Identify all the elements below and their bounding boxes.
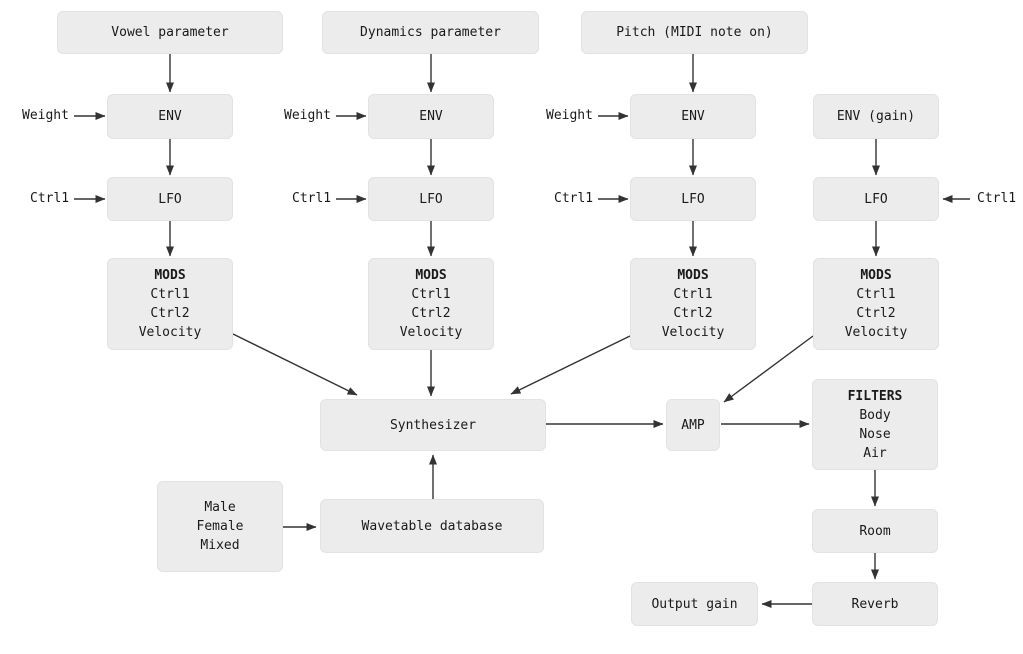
node-label: Pitch (MIDI note on) [616,25,773,40]
node-label: ENV [419,109,443,124]
node-line: Velocity [399,325,463,340]
node-line: Velocity [844,325,908,340]
node-label: Output gain [651,596,738,612]
weight-label-2: Weight [284,108,331,123]
node-label: Dynamics parameter [360,25,501,40]
node-title: MODS [415,268,447,283]
ctrl1-label-3: Ctrl1 [554,191,594,206]
node-pitch-midi-note-on: Pitch (MIDI note on) [581,11,808,54]
node-line: Ctrl2 [673,306,713,321]
weight-label-1: Weight [22,108,69,123]
node-voices: Male Female Mixed [157,481,283,572]
node-lfo-1: LFO [107,177,233,221]
ctrl1-label-2: Ctrl1 [292,191,332,206]
node-line: Ctrl1 [673,287,713,302]
node-label: LFO [158,191,182,207]
node-label: LFO [681,191,705,207]
node-lfo-2: LFO [368,177,494,221]
node-mods-2: MODS Ctrl1 Ctrl2 Velocity [368,258,494,350]
node-line: Female [196,519,244,534]
node-line: Body [859,407,891,423]
node-mods-1: MODS Ctrl1 Ctrl2 Velocity [107,258,233,350]
node-synthesizer: Synthesizer [320,399,546,451]
arrow-mods1-to-synthesizer [232,333,358,396]
node-room: Room [812,509,938,553]
node-env-2: ENV [368,94,494,139]
node-line: Air [863,445,887,461]
arrow-mods3-to-synthesizer [510,335,631,395]
node-label: ENV (gain) [836,109,916,124]
node-label: AMP [681,417,705,433]
node-title: MODS [677,268,709,283]
node-label: Synthesizer [389,417,477,433]
node-label: Reverb [851,596,899,612]
node-env-1: ENV [107,94,233,139]
node-line: Ctrl2 [150,306,190,321]
node-line: Ctrl2 [411,306,451,321]
node-lfo-4: LFO [813,177,939,221]
node-line: Velocity [661,325,725,340]
ctrl1-label-1: Ctrl1 [30,191,70,206]
node-title: FILTERS [847,388,903,404]
node-label: ENV [681,109,705,124]
node-line: Velocity [138,325,202,340]
node-dynamics-parameter: Dynamics parameter [322,11,539,54]
node-mods-3: MODS Ctrl1 Ctrl2 Velocity [630,258,756,350]
node-output-gain: Output gain [631,582,758,626]
node-label: Room [859,523,891,539]
node-lfo-3: LFO [630,177,756,221]
node-line: Ctrl2 [856,306,896,321]
node-filters: FILTERS Body Nose Air [812,379,938,470]
weight-label-3: Weight [546,108,593,123]
arrow-mods4-to-amp [723,335,814,403]
node-line: Ctrl1 [411,287,451,302]
node-line: Male [204,500,236,515]
node-title: MODS [860,268,892,283]
node-line: Ctrl1 [856,287,896,302]
node-label: Vowel parameter [111,25,229,40]
node-label: ENV [158,109,182,124]
node-line: Mixed [200,538,240,553]
node-amp: AMP [666,399,720,451]
node-env-3: ENV [630,94,756,139]
node-title: MODS [154,268,186,283]
node-reverb: Reverb [812,582,938,626]
node-label: LFO [864,191,888,207]
node-line: Ctrl1 [150,287,190,302]
node-vowel-parameter: Vowel parameter [57,11,283,54]
node-mods-4: MODS Ctrl1 Ctrl2 Velocity [813,258,939,350]
node-line: Nose [859,426,891,442]
node-label: Wavetable database [361,518,503,534]
node-wavetable-database: Wavetable database [320,499,544,553]
node-label: LFO [419,191,443,207]
ctrl1-label-4: Ctrl1 [977,191,1017,206]
node-env-gain: ENV (gain) [813,94,939,139]
